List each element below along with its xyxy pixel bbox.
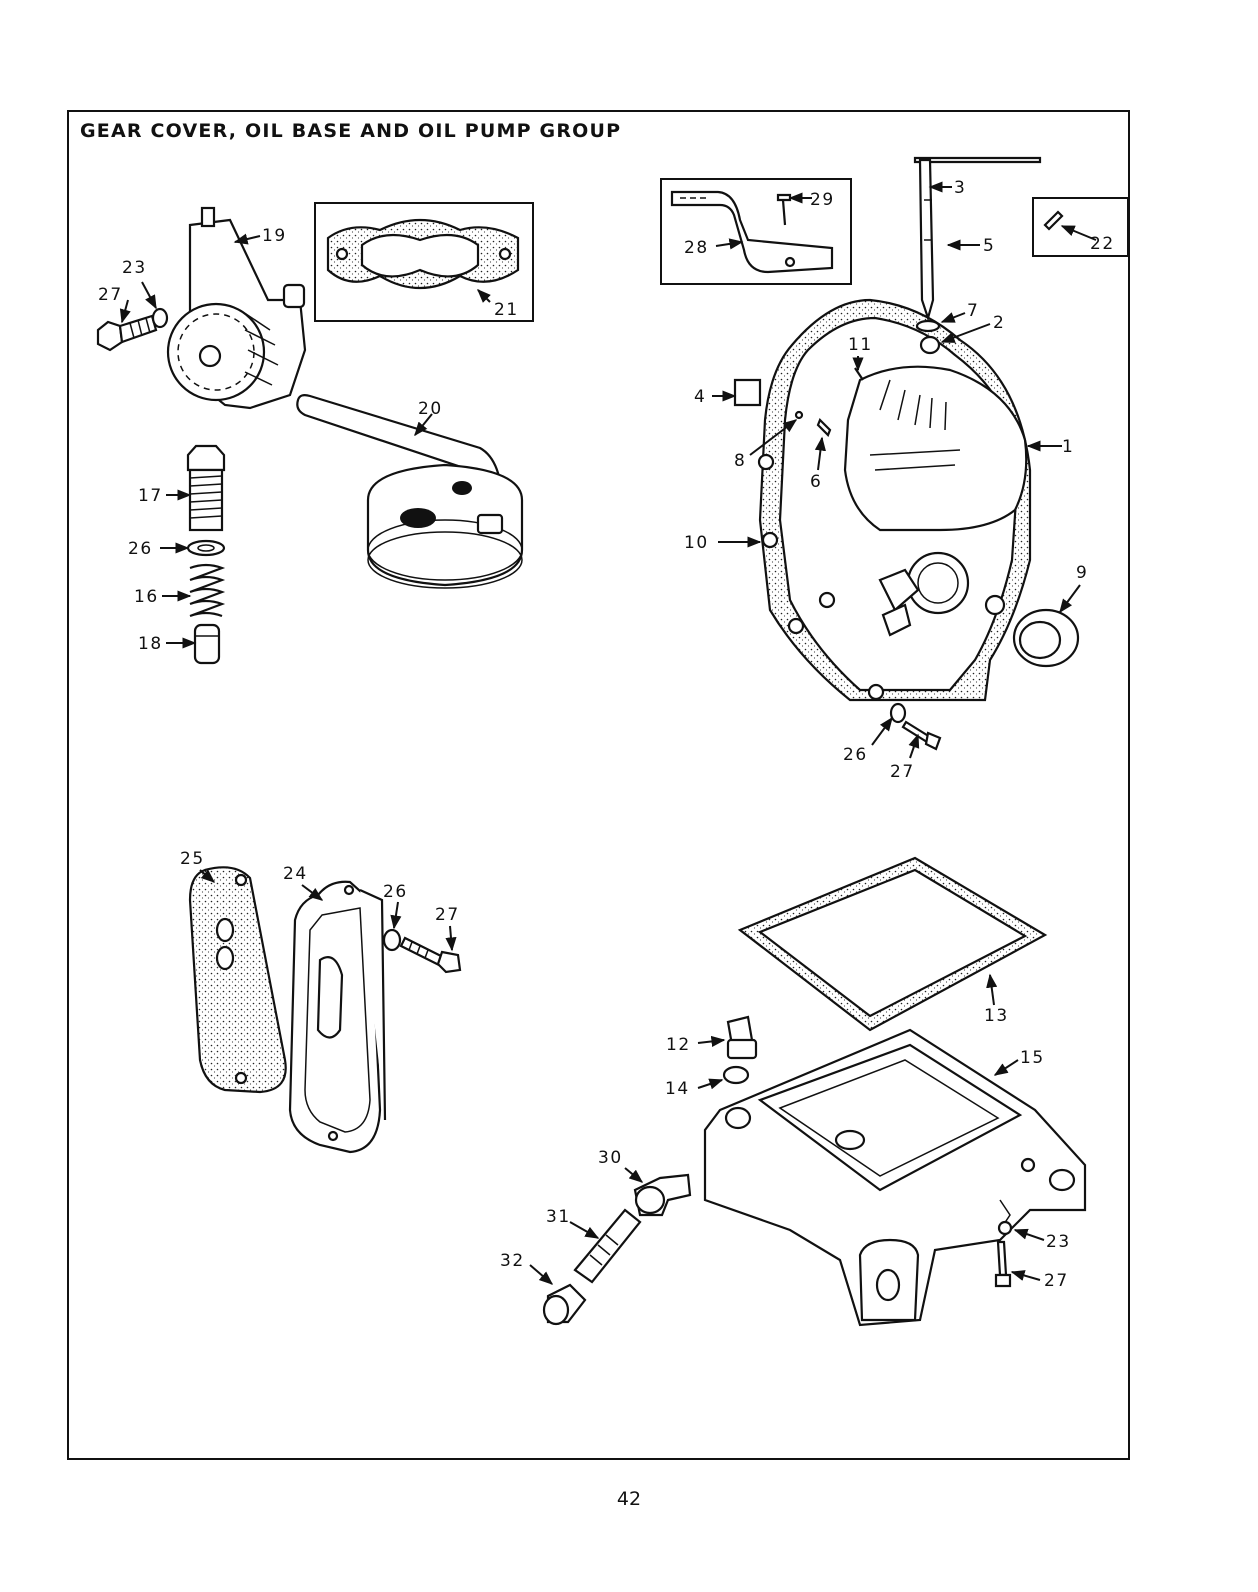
pump-gear-icon [168,304,264,400]
oil-base-gasket [740,858,1045,1030]
callout-11: 11 [848,335,873,355]
callout-6: 6 [810,472,822,492]
pump-bolt [98,316,156,350]
side-cover-plate [290,882,385,1152]
callout-3: 3 [954,178,966,198]
pin-8 [796,412,802,418]
oil-pickup-screen [297,395,522,588]
callout-22: 22 [1090,234,1115,254]
callout-24: 24 [283,864,308,884]
washer-7 [917,321,939,331]
elbow-30 [635,1175,690,1215]
callout-23-pump: 23 [122,258,147,278]
side-cover-gasket [190,867,286,1092]
callout-18: 18 [138,634,163,654]
callout-26-cover: 26 [843,745,868,765]
callout-27-base: 27 [1044,1271,1069,1291]
callout-32: 32 [500,1251,525,1271]
callout-16: 16 [134,587,159,607]
callout-10: 10 [684,533,709,553]
timing-pointer [915,158,1040,318]
bolt-27-base [996,1242,1010,1286]
washer-23-base [999,1222,1011,1234]
callout-14: 14 [665,1079,690,1099]
callout-7: 7 [967,301,979,321]
page-number: 42 [0,1488,1258,1510]
callout-12: 12 [666,1035,691,1055]
callout-23-base: 23 [1046,1232,1071,1252]
callout-15: 15 [1020,1048,1045,1068]
callout-26-side: 26 [383,882,408,902]
callout-28: 28 [684,238,709,258]
washer-26-side [384,930,400,950]
callout-9: 9 [1076,563,1088,583]
callout-8: 8 [734,451,746,471]
callout-1: 1 [1062,437,1074,457]
callout-13: 13 [984,1006,1009,1026]
callout-30: 30 [598,1148,623,1168]
callout-27-side: 27 [435,905,460,925]
cap-32 [544,1285,585,1324]
oil-seal-9 [1014,610,1078,666]
pump-washer [153,309,167,327]
callout-20: 20 [418,399,443,419]
callout-5: 5 [983,236,995,256]
relief-valve-parts [188,446,224,663]
bolt-27-cover [903,722,940,749]
callout-27-pump: 27 [98,285,123,305]
callout-31: 31 [546,1207,571,1227]
callout-21: 21 [494,300,519,320]
callout-26-relief: 26 [128,539,153,559]
callout-25: 25 [180,849,205,869]
washer-14 [724,1067,748,1083]
callout-27-cover: 27 [890,762,915,782]
callout-29: 29 [810,190,835,210]
nipple-31 [575,1210,640,1282]
drain-plug-12 [728,1017,756,1058]
washer-26-cover [891,704,905,722]
callout-4: 4 [694,387,706,407]
callout-2: 2 [993,313,1005,333]
clip-4 [735,380,760,405]
oil-base [705,1030,1085,1325]
plug-2 [921,337,939,353]
callout-17: 17 [138,486,163,506]
callout-19: 19 [262,226,287,246]
gear-cover [759,300,1030,700]
